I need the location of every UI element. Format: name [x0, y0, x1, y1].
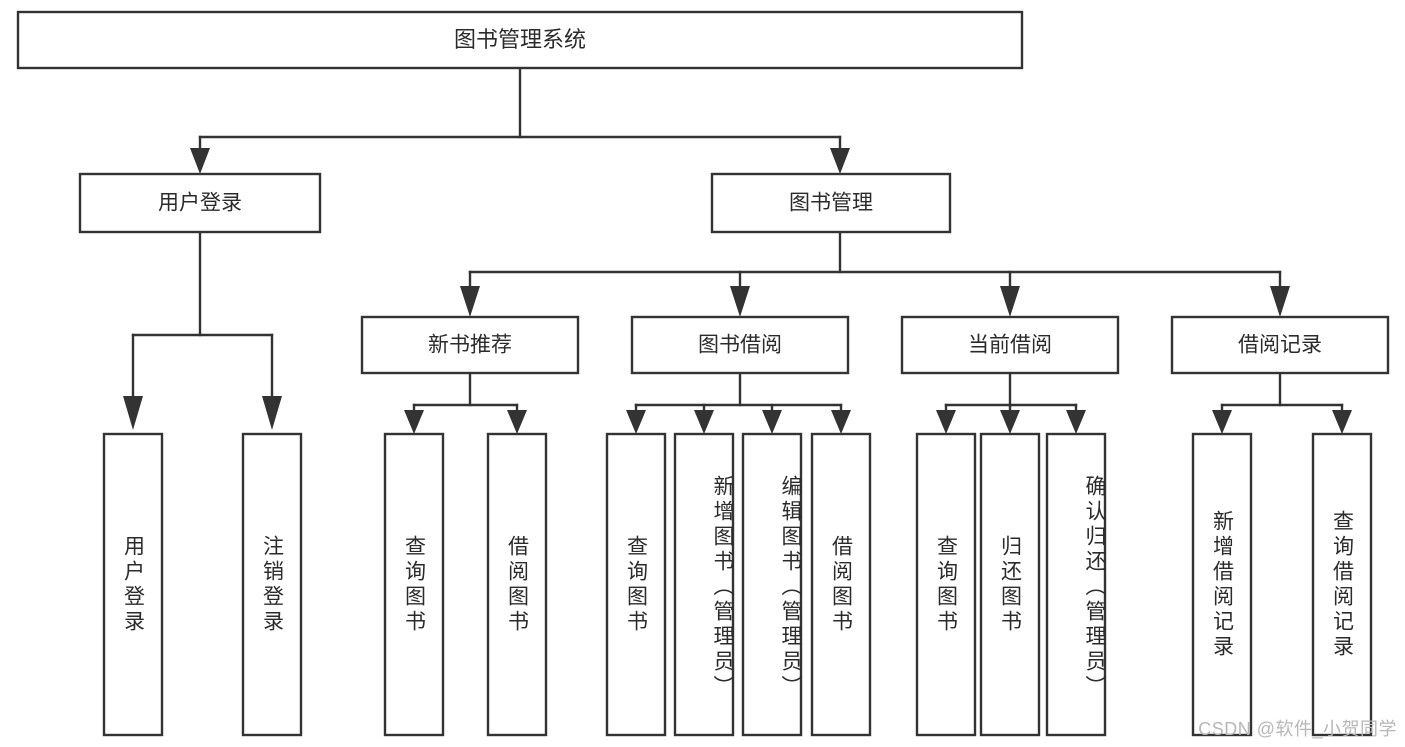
leaf-box-borrow-book-recommend[interactable] [486, 432, 548, 737]
arrow-bookborrow-leaf-1 [626, 410, 646, 434]
arrow-root-to-userlogin [190, 148, 210, 174]
arrow-bookmgmt-child-1 [460, 286, 480, 317]
arrow-bookborrow-leaf-4 [831, 410, 851, 434]
leaf-box-query-book-current[interactable] [915, 432, 977, 737]
arrow-currentborrow-leaf-2 [1000, 410, 1020, 434]
node-root-box[interactable] [16, 10, 1024, 70]
arrow-bookmgmt-child-3 [1000, 286, 1020, 317]
connector-group-root [190, 66, 850, 174]
arrow-userlogin-leaf-1 [123, 396, 143, 430]
arrow-bookmgmt-child-2 [730, 286, 750, 317]
csdn-watermark: CSDN @软件_小贺同学 [1198, 719, 1397, 739]
node-current-borrow-box[interactable] [900, 315, 1120, 375]
arrow-bookborrow-leaf-2 [694, 410, 714, 434]
node-current-borrow-label: 当前借阅 [968, 334, 1052, 357]
node-book-borrow-label: 图书借阅 [698, 334, 782, 357]
arrow-bookmgmt-child-4 [1270, 286, 1290, 317]
connector-group-currentborrow [936, 371, 1086, 434]
node-borrow-record-box[interactable] [1170, 315, 1390, 375]
node-new-book-recommend-label: 新书推荐 [428, 334, 512, 357]
leaf-box-add-borrow-record[interactable] [1191, 432, 1253, 737]
leaf-box-query-borrow-record[interactable] [1311, 432, 1373, 737]
arrow-bookborrow-leaf-3 [762, 410, 782, 434]
arrow-borrowrecord-leaf-1 [1212, 410, 1232, 434]
node-new-book-recommend-box[interactable] [360, 315, 580, 375]
node-user-login-label: 用户登录 [158, 192, 242, 215]
connector-group-newbook [404, 371, 527, 434]
leaf-box-edit-book-admin[interactable] [741, 432, 803, 737]
node-book-borrow-box[interactable] [630, 315, 850, 375]
leaf-box-add-book-admin[interactable] [673, 432, 735, 737]
leaf-box-query-book-borrow[interactable] [605, 432, 667, 737]
leaf-box-query-book-recommend[interactable] [383, 432, 445, 737]
connector-group-borrowrecord [1212, 371, 1352, 434]
node-root-label: 图书管理系统 [454, 27, 586, 52]
node-book-management-label: 图书管理 [789, 192, 873, 215]
arrow-newbook-leaf-1 [404, 410, 424, 434]
arrow-currentborrow-leaf-1 [936, 410, 956, 434]
node-book-management-box[interactable] [710, 172, 952, 234]
arrow-newbook-leaf-2 [507, 410, 527, 434]
arrow-currentborrow-leaf-3 [1066, 410, 1086, 434]
arrow-root-to-bookmgmt [830, 148, 850, 174]
connector-group-bookborrow [626, 371, 851, 434]
connector-group-bookmgmt [460, 230, 1290, 317]
leaf-box-confirm-return-admin[interactable] [1045, 432, 1107, 737]
leaf-box-user-login[interactable] [102, 432, 164, 737]
node-user-login-box[interactable] [78, 172, 322, 234]
arrow-borrowrecord-leaf-2 [1332, 410, 1352, 434]
node-borrow-record-label: 借阅记录 [1238, 334, 1322, 357]
arrow-userlogin-leaf-2 [262, 396, 282, 430]
leaf-box-logout[interactable] [241, 432, 303, 737]
connector-group-userlogin [123, 230, 282, 430]
leaf-box-return-book[interactable] [979, 432, 1041, 737]
leaf-box-borrow-book[interactable] [810, 432, 872, 737]
